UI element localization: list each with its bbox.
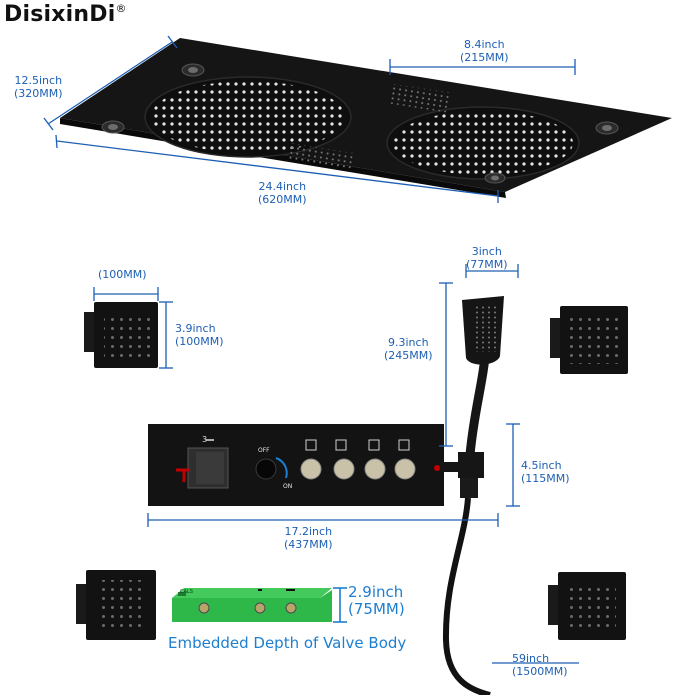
svg-text:CALS: CALS (180, 589, 193, 595)
valve-length-label: 17.2inch(437MM) (284, 525, 333, 551)
handheld-width-label: 3inch(77MM) (466, 245, 508, 271)
dimension-lines-overhead (43, 35, 576, 203)
body-jet (548, 572, 626, 640)
handheld-shower (434, 296, 504, 695)
trademark-symbol: ® (115, 2, 127, 15)
body-jet (76, 570, 156, 640)
svg-text:ON: ON (283, 483, 292, 490)
embedded-valve-body: CALS (172, 588, 332, 622)
ceiling-rain-panel (60, 38, 672, 198)
mist-outlet (288, 143, 354, 171)
body-jet (84, 302, 158, 368)
diverter-button-mist (333, 439, 355, 480)
svg-text:3: 3 (202, 435, 207, 444)
panel-depth-label: 12.5inch(320MM) (14, 74, 63, 100)
diverter-button-handheld (394, 439, 416, 480)
valve-height-label: 4.5inch(115MM) (521, 459, 570, 485)
thermostatic-valve-icon: 3 (176, 435, 229, 489)
panel-light (595, 121, 619, 135)
diverter-button-jets (364, 439, 386, 480)
dimension-lines-embed (333, 587, 347, 623)
rain-diameter-label: 8.4inch(215MM) (460, 38, 509, 64)
rain-head-left (144, 76, 352, 158)
brand-logo: DisixinDi® (4, 2, 127, 27)
embed-depth-caption: Embedded Depth of Valve Body (168, 634, 407, 652)
rain-head-right (386, 106, 580, 180)
panel-light (484, 172, 506, 184)
body-jet (550, 306, 628, 374)
valve-control-panel: 3 OFF ON (148, 424, 444, 506)
dimension-lines-jet (93, 287, 173, 369)
panel-length-label: 24.4inch(620MM) (258, 180, 307, 206)
brand-name: DisixinDi (4, 2, 116, 27)
jet-width-label: (100MM) (98, 268, 147, 281)
panel-light (101, 120, 125, 134)
mist-outlet (388, 83, 450, 113)
shower-hose (442, 497, 491, 695)
svg-text:OFF: OFF (258, 447, 270, 454)
embed-depth-label: 2.9inch(75MM) (348, 583, 405, 618)
panel-light (181, 63, 205, 77)
handheld-length-label: 9.3inch(245MM) (384, 336, 433, 362)
jet-height-label: 3.9inch(100MM) (175, 322, 224, 348)
dimension-lines-handheld (147, 264, 579, 664)
diverter-button-ceiling (300, 439, 322, 480)
hose-length-label: 59inch(1500MM) (512, 652, 568, 678)
on-off-knob: OFF ON (255, 447, 292, 490)
